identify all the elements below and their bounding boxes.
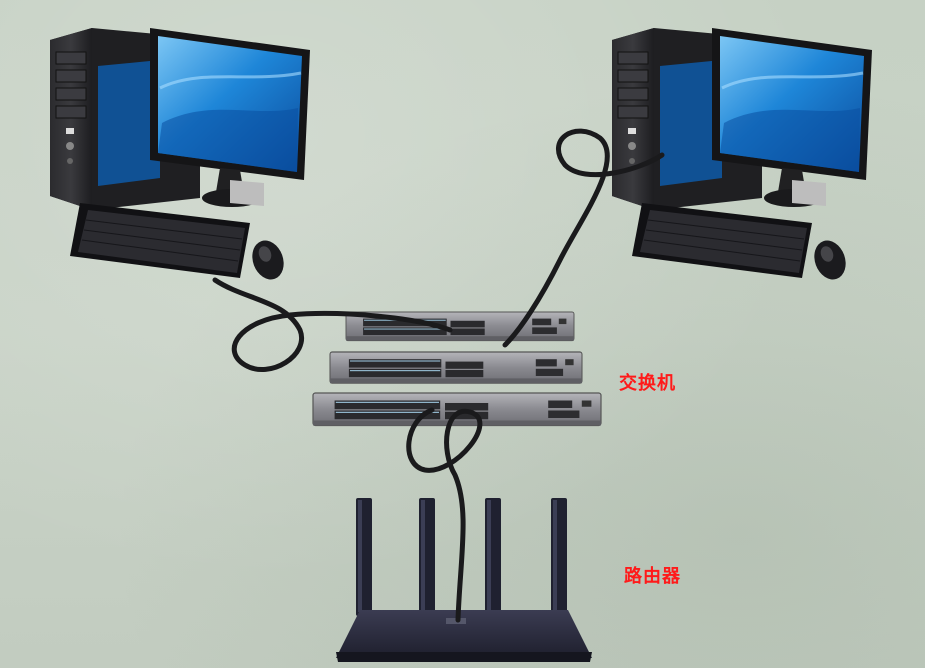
- computer-left-icon: [48, 26, 312, 286]
- switch-label: 交换机: [619, 373, 676, 394]
- router-label: 路由器: [624, 566, 681, 587]
- switch-icon: [312, 311, 602, 427]
- router-icon: [336, 498, 592, 662]
- computer-right-icon: [610, 26, 874, 286]
- network-cables: [212, 128, 665, 623]
